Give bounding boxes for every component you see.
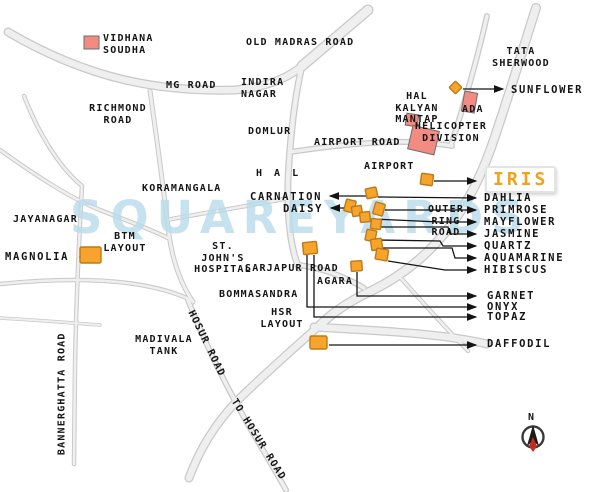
label-hal-kalyan-mantap: HAL KALYAN MANTAP [395, 91, 439, 125]
label-garnet: GARNET [487, 290, 536, 302]
daffodil-marker [309, 335, 328, 350]
road-surfaces [0, 4, 540, 492]
jasmine-marker [369, 217, 383, 231]
label-vidhana-soudha: VIDHANA SOUDHA [103, 33, 154, 56]
hibiscus-arrow [387, 260, 478, 274]
mayflower-marker [358, 210, 372, 224]
ada-building [460, 90, 479, 114]
iris-marker [419, 172, 435, 187]
jasmine-arrow [380, 226, 478, 238]
onyx-arrow [306, 255, 478, 311]
label-btm-layout: BTM LAYOUT [103, 231, 147, 254]
label-hal: H A L [256, 168, 302, 179]
label-tata-sherwood: TATA SHERWOOD [492, 46, 550, 69]
label-daisy: DAISY [283, 203, 324, 215]
hibiscus-marker [374, 247, 390, 262]
label-old-madras-road: OLD MADRAS ROAD [246, 37, 355, 48]
magnolia-marker [79, 246, 102, 264]
aquamarine-arrow [383, 247, 478, 262]
label-richmond-road: RICHMOND ROAD [89, 103, 147, 126]
kalyan-mantap-building [404, 112, 420, 128]
project-markers [79, 80, 463, 350]
label-st-johns-hospital: ST. JOHN'S HOSPITAL [194, 241, 252, 275]
label-topaz: TOPAZ [487, 311, 528, 323]
label-koramangala: KORAMANGALA [142, 183, 222, 194]
compass-south-needle-icon [529, 437, 537, 452]
label-sarjapur-road: SARJAPUR ROAD [245, 263, 339, 274]
label-helicopter-division: HELICOPTER DIVISION [414, 121, 488, 144]
dahlia-marker [364, 186, 379, 200]
label-outer-ring-road: OUTER RING ROAD [427, 204, 465, 238]
label-bannerghatta-road: BANNERGHATTA ROAD [56, 332, 68, 456]
label-onyx: ONYX [487, 301, 520, 313]
vidhana-soudha-building [83, 35, 100, 50]
label-indira-nagar: INDIRA NAGAR [241, 77, 285, 100]
label-hsr-layout: HSR LAYOUT [260, 307, 304, 330]
label-domlur: DOMLUR [248, 126, 292, 137]
label-airport-road: AIRPORT ROAD [314, 137, 401, 148]
label-daffodil: DAFFODIL [487, 338, 552, 350]
compass [521, 425, 545, 452]
garnet-marker [350, 259, 363, 272]
compass-north-needle-icon [527, 425, 539, 446]
label-magnolia: MAGNOLIA [5, 251, 70, 263]
label-jayanagar: JAYANAGAR [13, 214, 78, 225]
quartz-arrow [377, 239, 478, 250]
label-sunflower: SUNFLOWER [511, 84, 584, 96]
label-ada: ADA [462, 104, 484, 115]
label-bommasandra: BOMMASANDRA [219, 289, 299, 300]
landmark-buildings [83, 35, 479, 156]
label-iris: IRIS [485, 166, 557, 193]
label-dahlia: DAHLIA [484, 192, 533, 204]
label-primrose: PRIMROSE [484, 204, 549, 216]
label-quartz: QUARTZ [484, 240, 533, 252]
label-aquamarine: AQUAMARINE [484, 252, 565, 264]
topaz-arrow [313, 255, 478, 321]
sunflower-marker [448, 80, 463, 95]
label-hibiscus: HIBISCUS [484, 264, 549, 276]
label-jasmine: JASMINE [484, 228, 541, 240]
project-connectors [78, 85, 505, 349]
onyx-topaz-marker [301, 240, 319, 256]
helicopter-division-building [407, 124, 440, 156]
primrose-marker [372, 201, 386, 217]
label-airport: AIRPORT [364, 161, 415, 172]
garnet-arrow [356, 272, 478, 300]
label-carnation: CARNATION [250, 191, 323, 203]
label-madivala-tank: MADIVALA TANK [135, 334, 193, 357]
label-mg-road: MG ROAD [166, 80, 217, 91]
mayflower-arrow [371, 218, 478, 226]
label-mayflower: MAYFLOWER [484, 216, 557, 228]
label-compass-n: N [528, 412, 536, 423]
dahlia-arrow [377, 194, 478, 202]
label-agara: AGARA [317, 276, 354, 287]
squareyards-watermark: SQUAREYARDS [70, 191, 532, 244]
